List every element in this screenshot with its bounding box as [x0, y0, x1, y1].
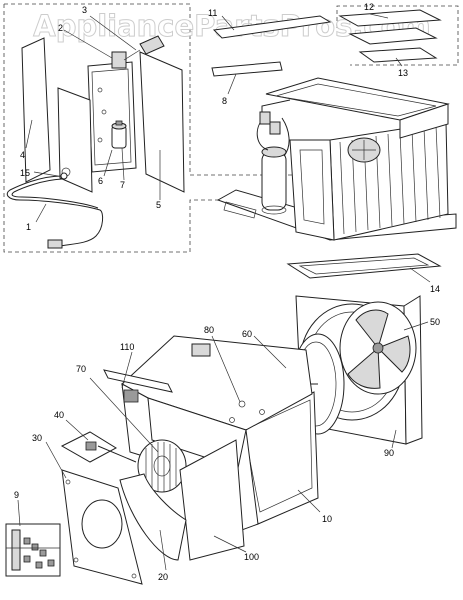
label-part-6: 6: [98, 176, 103, 186]
part-scroll-lower: [119, 473, 187, 561]
control-group-outline: [3, 3, 459, 253]
part-motor-bracket: [60, 431, 137, 463]
label-part-8: 8: [222, 96, 227, 106]
part-mount-plate: [57, 87, 93, 193]
part-chassis-assembly: [216, 77, 457, 241]
label-part-50: 50: [430, 317, 440, 327]
label-part-60: 60: [242, 329, 252, 339]
part-upper-strip: [212, 15, 332, 39]
leader-lines: [17, 13, 431, 571]
part-scroll-side-panel: [179, 439, 245, 561]
part-insulation-panel: [21, 37, 51, 183]
label-part-20: 20: [158, 572, 168, 582]
label-part-3: 3: [82, 5, 87, 15]
part-control-cover: [139, 51, 185, 193]
label-part-15: 15: [20, 168, 30, 178]
label-part-12: 12: [364, 2, 374, 12]
part-power-cord: [6, 172, 104, 249]
label-part-2: 2: [58, 23, 63, 33]
label-part-1: 1: [26, 222, 31, 232]
label-part-110: 110: [120, 342, 134, 352]
capacitor: [111, 120, 127, 149]
part-control-bracket: [87, 35, 165, 173]
label-part-70: 70: [76, 364, 86, 374]
label-part-90: 90: [384, 448, 394, 458]
part-number-labels: 3 2 4 6 7 5 15 1 11 8 12 13 14 50 60 80 …: [14, 2, 440, 582]
part-squirrel-cage: [137, 439, 187, 493]
label-part-100: 100: [244, 552, 259, 562]
part-base-insulation: [286, 253, 442, 279]
label-part-5: 5: [156, 200, 161, 210]
label-part-13: 13: [398, 68, 408, 78]
label-part-4: 4: [20, 150, 25, 160]
label-part-10: 10: [322, 514, 332, 524]
part-terminal-block: [5, 523, 61, 577]
part-condenser-fan: [339, 301, 417, 395]
label-part-14: 14: [430, 284, 440, 294]
part-front-panel: [61, 469, 143, 585]
compressor: [261, 146, 287, 215]
label-part-80: 80: [204, 325, 214, 335]
label-part-40: 40: [54, 410, 64, 420]
label-part-7: 7: [120, 180, 125, 190]
part-top-strip: [211, 61, 283, 77]
part-top-insulation: [338, 9, 442, 63]
label-part-30: 30: [32, 433, 42, 443]
label-part-11: 11: [208, 8, 217, 18]
label-part-9: 9: [14, 490, 19, 500]
